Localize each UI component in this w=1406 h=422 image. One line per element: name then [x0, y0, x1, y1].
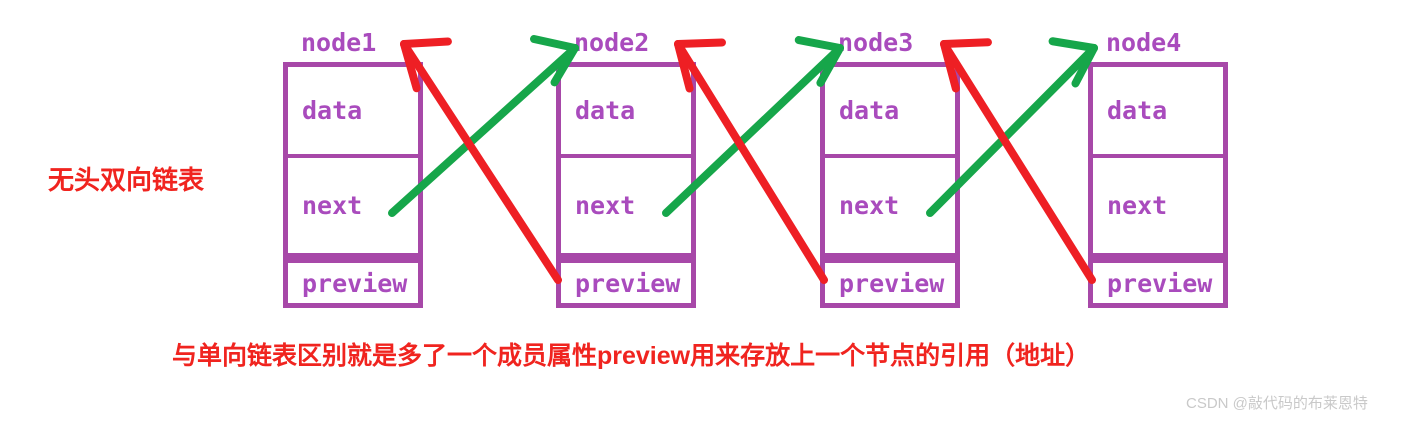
- prev-arrow-1-shaft: [400, 40, 562, 284]
- node3-next-label: next: [839, 191, 900, 220]
- node4-preview-label: preview: [1107, 268, 1213, 298]
- node2-data-label: data: [575, 96, 636, 125]
- prev-arrow-1-head-2: [400, 37, 452, 48]
- node1-next-label: next: [302, 191, 363, 220]
- node4-next-label: next: [1107, 191, 1168, 220]
- node3-data-label: data: [839, 96, 900, 125]
- node-title-node1: node1: [301, 28, 377, 57]
- node2-preview-label: preview: [575, 268, 681, 298]
- node-title-node4: node4: [1106, 28, 1182, 57]
- diagram-side-label: 无头双向链表: [48, 165, 205, 195]
- node-title-node2: node2: [574, 28, 650, 57]
- node4-field-data: data: [1088, 62, 1228, 158]
- next-arrow-1-head-1: [529, 34, 579, 52]
- node4-field-preview: preview: [1088, 258, 1228, 308]
- node-title-node3: node3: [838, 28, 914, 57]
- node4-field-next: next: [1088, 154, 1228, 258]
- node2-field-data: data: [556, 62, 696, 158]
- csdn-watermark: CSDN @敲代码的布莱恩特: [1186, 395, 1368, 412]
- node4-data-label: data: [1107, 96, 1168, 125]
- node3-field-preview: preview: [820, 258, 960, 308]
- prev-arrow-2-head-2: [674, 38, 726, 48]
- node3-field-data: data: [820, 62, 960, 158]
- node2-field-next: next: [556, 154, 696, 258]
- node1-field-next: next: [283, 154, 423, 258]
- next-arrow-3-head-1: [1048, 37, 1098, 52]
- next-arrow-2-head-1: [794, 36, 844, 52]
- prev-arrow-3-shaft: [940, 40, 1096, 284]
- node2-field-preview: preview: [556, 258, 696, 308]
- diagram-bottom-caption: 与单向链表区别就是多了一个成员属性preview用来存放上一个节点的引用（地址）: [172, 342, 1091, 370]
- node1-field-preview: preview: [283, 258, 423, 308]
- node3-preview-label: preview: [839, 268, 945, 298]
- node1-field-data: data: [283, 62, 423, 158]
- node2-next-label: next: [575, 191, 636, 220]
- prev-arrow-3-head-2: [940, 38, 992, 48]
- prev-arrow-2-shaft: [674, 40, 828, 284]
- node1-data-label: data: [302, 96, 363, 125]
- node3-field-next: next: [820, 154, 960, 258]
- node1-preview-label: preview: [302, 268, 408, 298]
